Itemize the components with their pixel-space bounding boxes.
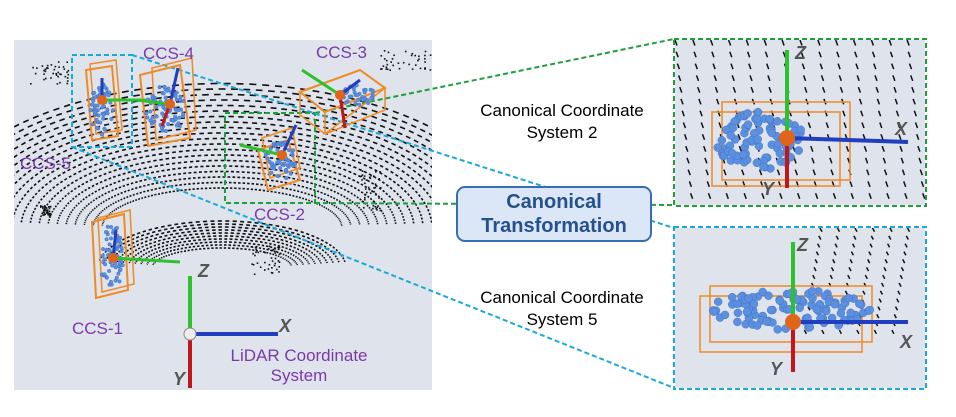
label-ccs4: CCS-4 bbox=[143, 44, 195, 63]
canonical-5-line2: System 5 bbox=[526, 310, 598, 329]
label-ccs2: CCS-2 bbox=[254, 205, 306, 224]
ccs2-highlight-box bbox=[224, 112, 316, 204]
lidar-scan-rings bbox=[14, 82, 432, 266]
object-ccs3 bbox=[297, 68, 388, 136]
label-ccs3: CCS-3 bbox=[316, 43, 368, 62]
lidar-system-caption: LiDAR Coordinate System bbox=[214, 346, 384, 386]
transformation-line1: Canonical bbox=[506, 191, 602, 213]
c5-axis-x-label: X bbox=[900, 332, 913, 352]
canonical-transformation-box: Canonical Transformation bbox=[456, 186, 652, 242]
c2-axis-z-label: Z bbox=[795, 43, 806, 63]
canonical-5-caption: Canonical Coordinate System 5 bbox=[452, 287, 672, 331]
lidar-axis-x-label: X bbox=[279, 316, 292, 336]
canonical-2-line1: Canonical Coordinate bbox=[480, 101, 644, 120]
object-ccs1 bbox=[90, 209, 181, 300]
object-ccs5 bbox=[84, 59, 150, 142]
canonical-5-points bbox=[709, 287, 874, 334]
connector-ccs5-bottom bbox=[71, 146, 675, 389]
scan-noise bbox=[30, 50, 432, 276]
canonical-panel-2 bbox=[675, 40, 925, 205]
lidar-axis-y-label: Y bbox=[173, 369, 186, 389]
lidar-axis-z-label: Z bbox=[198, 261, 209, 281]
connector-ccs2-top bbox=[314, 38, 675, 114]
lidar-axes bbox=[183, 276, 278, 388]
lidar-caption-line1: LiDAR Coordinate bbox=[230, 346, 368, 365]
c5-axis-z-label: Z bbox=[797, 235, 808, 255]
c2-axis-y-label: Y bbox=[762, 179, 775, 199]
canonical-5-line1: Canonical Coordinate bbox=[480, 288, 644, 307]
label-ccs5: CCS-5 bbox=[20, 154, 72, 173]
transformation-line2: Transformation bbox=[481, 215, 627, 237]
c2-axis-x-label: X bbox=[895, 119, 908, 139]
label-ccs1: CCS-1 bbox=[72, 319, 124, 338]
canonical-2-caption: Canonical Coordinate System 2 bbox=[452, 100, 672, 144]
canonical-5-object bbox=[699, 242, 908, 372]
c5-axis-y-label: Y bbox=[770, 359, 783, 379]
canonical-2-line2: System 2 bbox=[526, 123, 598, 142]
lidar-caption-line2: System bbox=[270, 366, 328, 385]
panel-2-border bbox=[673, 38, 927, 207]
canonical-2-object bbox=[711, 50, 909, 188]
panel-5-border bbox=[673, 226, 927, 390]
object-ccs4 bbox=[135, 57, 197, 148]
object-ccs2 bbox=[239, 124, 302, 192]
